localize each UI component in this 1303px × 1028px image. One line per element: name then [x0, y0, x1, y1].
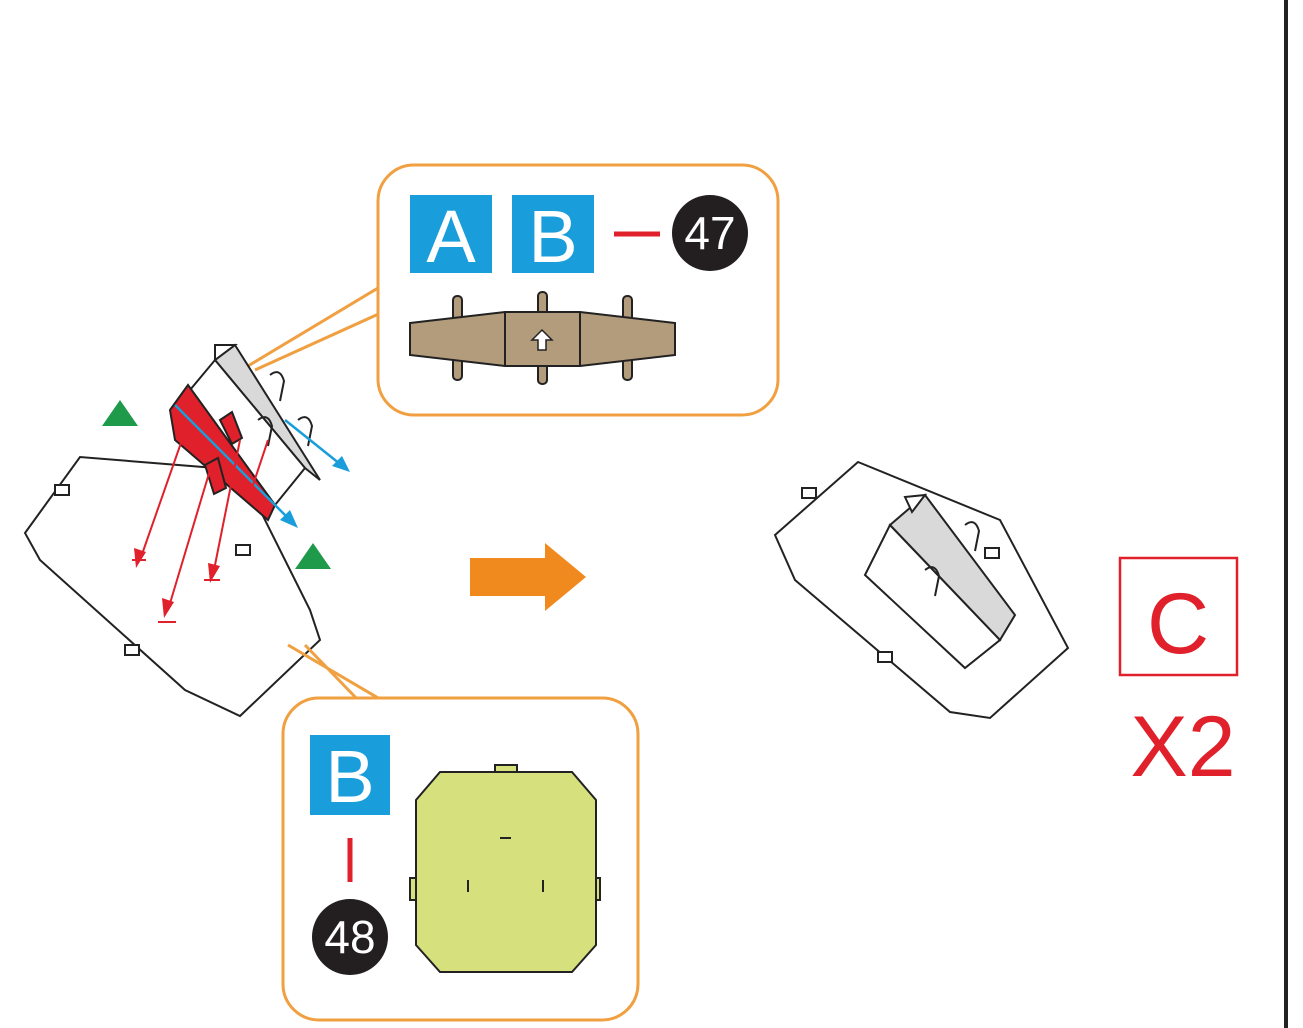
- triangle-marker-icon: [295, 543, 331, 569]
- gray-frame-piece: [188, 343, 321, 507]
- callout-bottom-leader: [287, 643, 386, 704]
- insertion-arrows: [132, 439, 269, 623]
- up-arrow-icon: [530, 328, 554, 351]
- part-48-shape: [409, 764, 601, 973]
- part-number-48: 48: [324, 911, 375, 963]
- blue-guide-line: [284, 419, 346, 469]
- callout-top: A B 47: [247, 163, 780, 417]
- sheet-badge-b-label: B: [528, 195, 577, 278]
- base-box: [23, 455, 322, 718]
- sheet-badge-a-label: A: [426, 195, 476, 278]
- part-number-47: 47: [684, 207, 735, 259]
- sheet-badge-b: [512, 195, 594, 273]
- blue-arrow-head: [280, 510, 298, 528]
- callout-top-leader: [247, 283, 384, 368]
- right-arrow-icon: [470, 543, 586, 611]
- callout-top-leader: [254, 310, 384, 372]
- sheet-badge-b: [310, 735, 390, 815]
- part-number-47-badge: [672, 195, 748, 271]
- callout-bottom: B 48: [281, 643, 640, 1022]
- blue-guide-line: [174, 404, 291, 521]
- sheet-label: C: [1147, 576, 1209, 672]
- sheet-label-frame: [1118, 556, 1239, 677]
- triangle-marker-icon: [102, 400, 138, 426]
- result-assembly: [773, 460, 1070, 720]
- part-number-48-badge: [312, 899, 388, 975]
- sheet-badge-a: [410, 195, 492, 273]
- callout-bottom-leader: [303, 643, 362, 704]
- quantity-label: X2: [1130, 699, 1235, 795]
- part-47-shape: [409, 291, 676, 385]
- left-assembly: [23, 343, 350, 718]
- sheet-badge-b-label: B: [325, 735, 374, 818]
- blue-arrow-head: [332, 456, 350, 472]
